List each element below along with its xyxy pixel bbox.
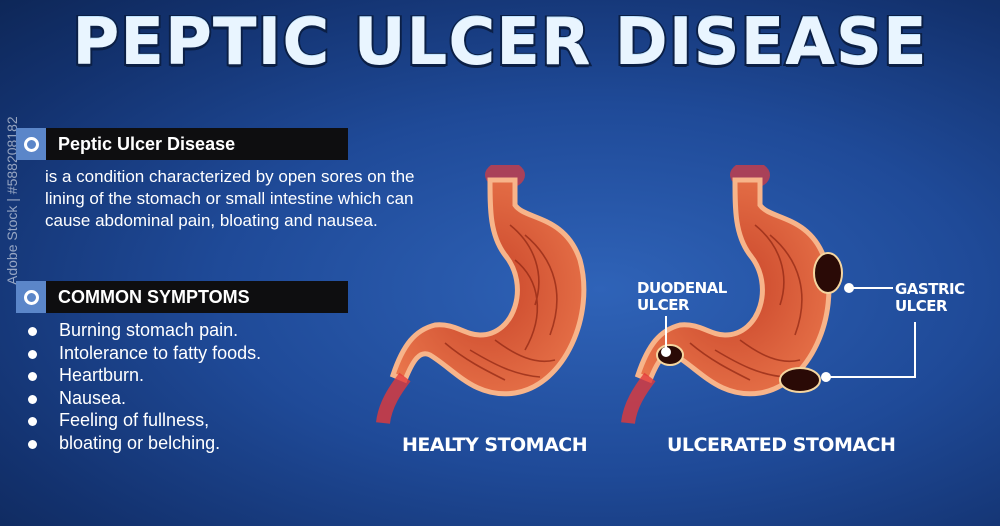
gastric-ulcer-label: GASTRIC ULCER [895, 280, 965, 315]
definition-heading-bar: Peptic Ulcer Disease [16, 128, 348, 160]
bullet-circle-icon [16, 128, 46, 160]
gastric-ulcer-spot [813, 252, 843, 294]
bullet-circle-icon [16, 281, 46, 313]
definition-heading: Peptic Ulcer Disease [58, 134, 236, 154]
page-title: PEPTIC ULCER DISEASE [70, 4, 928, 82]
symptom-item: Nausea. [26, 387, 261, 410]
symptom-item: Burning stomach pain. [26, 319, 261, 342]
healthy-stomach-illustration [376, 165, 587, 425]
symptom-item: Feeling of fullness, [26, 409, 261, 432]
stomach-folds [444, 224, 558, 381]
ulcerated-stomach-illustration [621, 165, 843, 425]
symptom-item: Intolerance to fatty foods. [26, 342, 261, 365]
duodenal-ulcer-label: DUODENAL ULCER [637, 279, 727, 314]
stomach-folds [689, 224, 803, 381]
symptoms-list: Burning stomach pain. Intolerance to fat… [26, 319, 261, 454]
gastric-ulcer-spot [779, 367, 821, 393]
healthy-stomach-caption: HEALTY STOMACH [402, 434, 588, 456]
symptoms-heading-bar: COMMON SYMPTOMS [16, 281, 348, 313]
definition-text: is a condition characterized by open sor… [45, 167, 415, 230]
stomach-body-shape [389, 177, 587, 397]
symptoms-heading: COMMON SYMPTOMS [58, 287, 250, 307]
symptom-item: bloating or belching. [26, 432, 261, 455]
symptom-item: Heartburn. [26, 364, 261, 387]
ulcerated-stomach-caption: ULCERATED STOMACH [667, 434, 896, 456]
